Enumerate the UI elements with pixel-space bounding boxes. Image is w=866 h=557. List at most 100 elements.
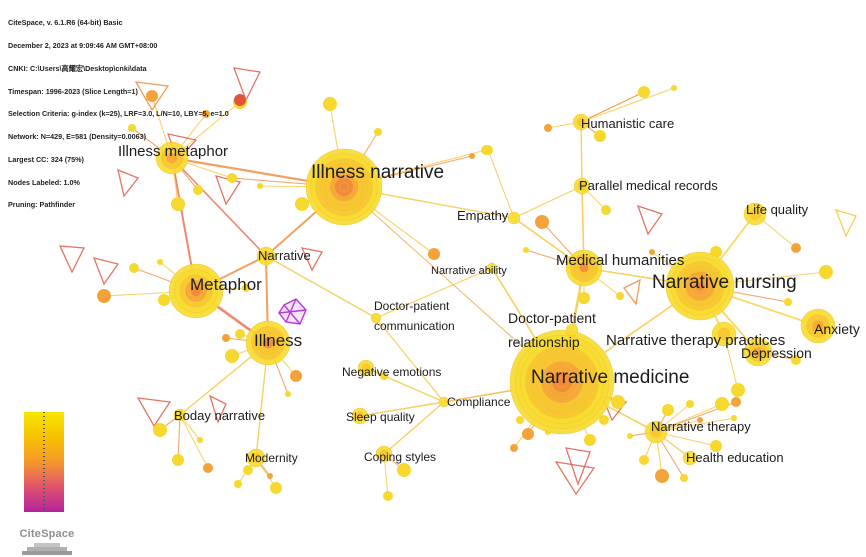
triangle-motif (233, 67, 261, 102)
node-narrative-therapy (644, 420, 668, 444)
minor-node (697, 417, 703, 423)
triangle-motif (554, 461, 596, 496)
minor-node (516, 416, 524, 424)
node-label-narrative-ability: Narrative ability (431, 265, 507, 277)
node-label-illness-metaphor: Illness metaphor (118, 143, 228, 160)
info-line: Largest CC: 324 (75%) (8, 154, 84, 164)
link (580, 91, 645, 123)
node-label-medical-humanities: Medical humanities (556, 252, 684, 269)
minor-node (197, 437, 203, 443)
minor-node (544, 124, 552, 132)
minor-node (483, 145, 493, 155)
minor-node (680, 474, 688, 482)
link (359, 401, 445, 417)
logo-building-icon (22, 543, 72, 555)
node-compliance (438, 396, 450, 408)
node-parallel-medical-records (573, 177, 591, 195)
minor-node (383, 491, 393, 501)
minor-node (599, 415, 609, 425)
minor-node (639, 455, 649, 465)
minor-node (662, 404, 674, 416)
node-narrative (256, 246, 276, 266)
minor-node (172, 454, 184, 466)
node-label-narrative: Narrative (258, 248, 311, 263)
node-boday-narrative (173, 408, 187, 422)
node-metaphor (168, 263, 224, 319)
node-doctor-patient-communication (370, 312, 382, 324)
node-label-anxiety: Anxiety (814, 321, 860, 337)
node-label-coping-styles: Coping styles (364, 450, 436, 464)
minor-node (601, 205, 611, 215)
info-line: December 2, 2023 at 9:09:46 AM GMT+08:00 (8, 40, 158, 50)
node-label-narrative-therapy: Narrative therapy (651, 419, 751, 434)
minor-node (290, 370, 302, 382)
triangle-motif (623, 278, 641, 306)
minor-node (731, 397, 741, 407)
minor-node (323, 97, 337, 111)
minor-node (234, 480, 242, 488)
node-label-empathy: Empathy (457, 208, 509, 223)
info-line: CNKI: C:\Users\高耀宏\Desktop\cnki\data (8, 63, 147, 73)
analysis-parameters: CiteSpace, v. 6.1.R6 (64-bit) Basic Dece… (8, 4, 229, 217)
link (655, 417, 735, 433)
minor-node (193, 185, 203, 195)
minor-node (257, 183, 263, 189)
logo-text: CiteSpace (19, 528, 75, 540)
minor-node (671, 85, 677, 91)
minor-node (158, 294, 170, 306)
link (487, 149, 515, 219)
link (655, 403, 723, 433)
triangle-motif (117, 168, 140, 198)
info-line: Selection Criteria: g-index (k=25), LRF=… (8, 109, 229, 119)
minor-node (731, 415, 737, 421)
node-label-negative-emotions: Negative emotions (342, 365, 441, 379)
triangle-motif (134, 81, 170, 112)
minor-node (819, 265, 833, 279)
minor-node (655, 469, 669, 483)
minor-node (791, 355, 801, 365)
node-doctor-patient-relationship (565, 323, 579, 337)
node-label-modernity: Modernity (245, 451, 298, 465)
citespace-logo: CiteSpace (16, 528, 78, 556)
minor-node-red (234, 94, 246, 106)
node-coping-styles (375, 445, 393, 463)
link (375, 267, 493, 319)
minor-node (535, 215, 549, 229)
info-line: Pruning: Pathfinder (8, 200, 76, 210)
minor-node (510, 444, 518, 452)
minor-node (171, 197, 185, 211)
triangle-motif (834, 208, 857, 238)
node-label-narrative-medicine: Narrative medicine (531, 367, 689, 388)
node-narrative-therapy-practices (711, 321, 737, 347)
minor-node (791, 243, 801, 253)
link (580, 87, 675, 123)
node-anxiety (800, 308, 836, 344)
minor-node (229, 175, 235, 181)
node-sleep-quality (351, 407, 369, 425)
triangle-motif (136, 397, 172, 428)
minor-node (203, 463, 213, 473)
node-label-depression: Depression (741, 345, 812, 361)
minor-node (578, 292, 590, 304)
minor-node (686, 400, 694, 408)
minor-node (285, 391, 291, 397)
node-label-health-education: Health education (686, 450, 784, 465)
minor-node (97, 289, 111, 303)
node-label-illness: Illness (254, 331, 302, 350)
legend-ticks (43, 412, 45, 512)
node-label-narrative-nursing: Narrative nursing (652, 272, 797, 293)
triangle-motif (92, 257, 120, 286)
info-line: Nodes Labeled: 1.0% (8, 177, 80, 187)
minor-node (374, 128, 382, 136)
minor-node (243, 465, 253, 475)
node-modernity (246, 448, 266, 468)
node-narrative-medicine (509, 329, 615, 435)
minor-node (627, 433, 633, 439)
network-major-nodes (155, 94, 836, 468)
node-label-narrative-therapy-practices: Narrative therapy practices (606, 332, 785, 349)
minor-node (295, 197, 309, 211)
minor-node (616, 292, 624, 300)
minor-node (397, 463, 411, 477)
minor-node (584, 434, 596, 446)
minor-node (222, 334, 230, 342)
